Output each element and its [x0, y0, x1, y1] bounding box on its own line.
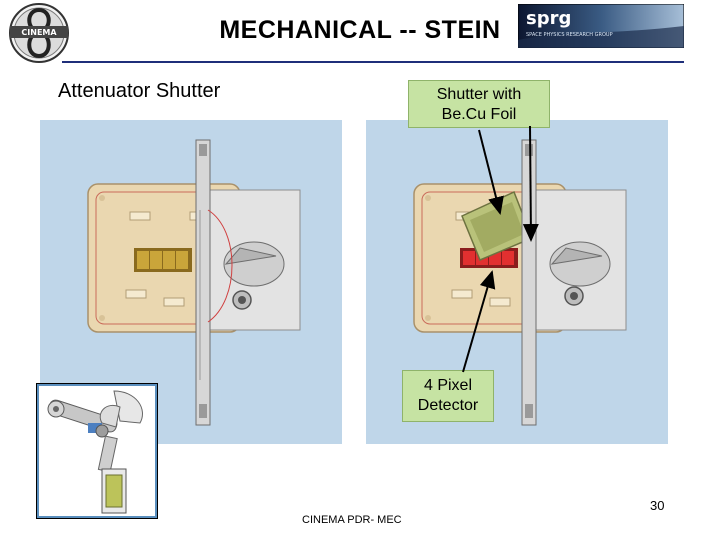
cinema-logo: CINEMA — [9, 3, 69, 63]
sprg-logo-tagline: SPACE PHYSICS RESEARCH GROUP — [526, 32, 613, 38]
cad-inset-shutter-mechanism — [36, 383, 158, 519]
title-rule — [62, 61, 684, 63]
arrow-to-foil — [478, 129, 504, 215]
sprg-logo: sprg SPACE PHYSICS RESEARCH GROUP — [518, 4, 684, 48]
arrow-to-shutter — [522, 125, 539, 242]
callout-shutter-foil-line1: Shutter with — [436, 86, 522, 103]
page-number: 30 — [650, 498, 665, 513]
arrow-to-detector — [462, 270, 496, 373]
slide-title: MECHANICAL -- STEIN — [219, 16, 501, 44]
callout-pixel-detector: 4 Pixel Detector — [402, 370, 494, 422]
slide-subtitle: Attenuator Shutter — [58, 80, 221, 102]
slide-footer: CINEMA PDR- MEC — [302, 514, 402, 526]
callout-shutter-foil: Shutter with Be.Cu Foil — [408, 80, 550, 128]
callout-shutter-foil-line2: Be.Cu Foil — [441, 106, 517, 123]
callout-pixel-detector-line1: 4 Pixel — [423, 377, 473, 394]
cinema-logo-text: CINEMA — [21, 28, 57, 37]
callout-pixel-detector-line2: Detector — [417, 397, 479, 414]
sprg-logo-text: sprg — [526, 8, 571, 29]
